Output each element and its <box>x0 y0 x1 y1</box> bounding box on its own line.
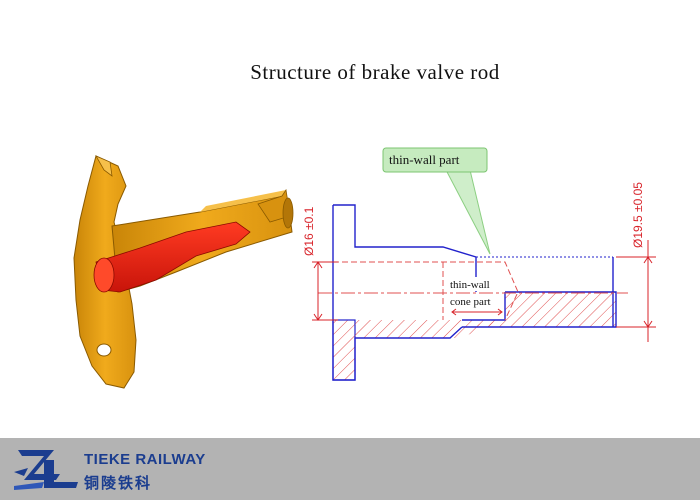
flange-notch <box>95 155 113 177</box>
footer-bar: TIEKE RAILWAY 铜陵铁科 <box>0 438 700 500</box>
cutaway-3d-model <box>73 155 294 389</box>
brand-name-zh: 铜陵铁科 <box>84 474 153 492</box>
left-diameter-label: Ø16 ±0.1 <box>302 206 316 256</box>
company-logo-icon <box>14 450 78 490</box>
thin-wall-callout: thin-wall part <box>382 147 491 255</box>
cone-part-label: cone part <box>450 296 491 308</box>
dimension-left <box>312 261 338 321</box>
brake-valve-rod-diagram: Ø16 ±0.1 Ø19.5 ±0.05 thin-wall cone part… <box>73 147 656 389</box>
right-diameter-label: Ø19.5 ±0.05 <box>631 182 645 248</box>
mounting-hole <box>96 343 112 357</box>
callout-label: thin-wall part <box>389 152 460 167</box>
thin-wall-label: thin-wall <box>450 279 490 291</box>
dimension-right <box>616 240 656 342</box>
diagram-title: Structure of brake valve rod <box>250 60 500 84</box>
section-drawing: Ø16 ±0.1 Ø19.5 ±0.05 thin-wall cone part <box>302 182 656 381</box>
internal-bore <box>95 221 251 293</box>
brand-name-en: TIEKE RAILWAY <box>84 451 206 468</box>
